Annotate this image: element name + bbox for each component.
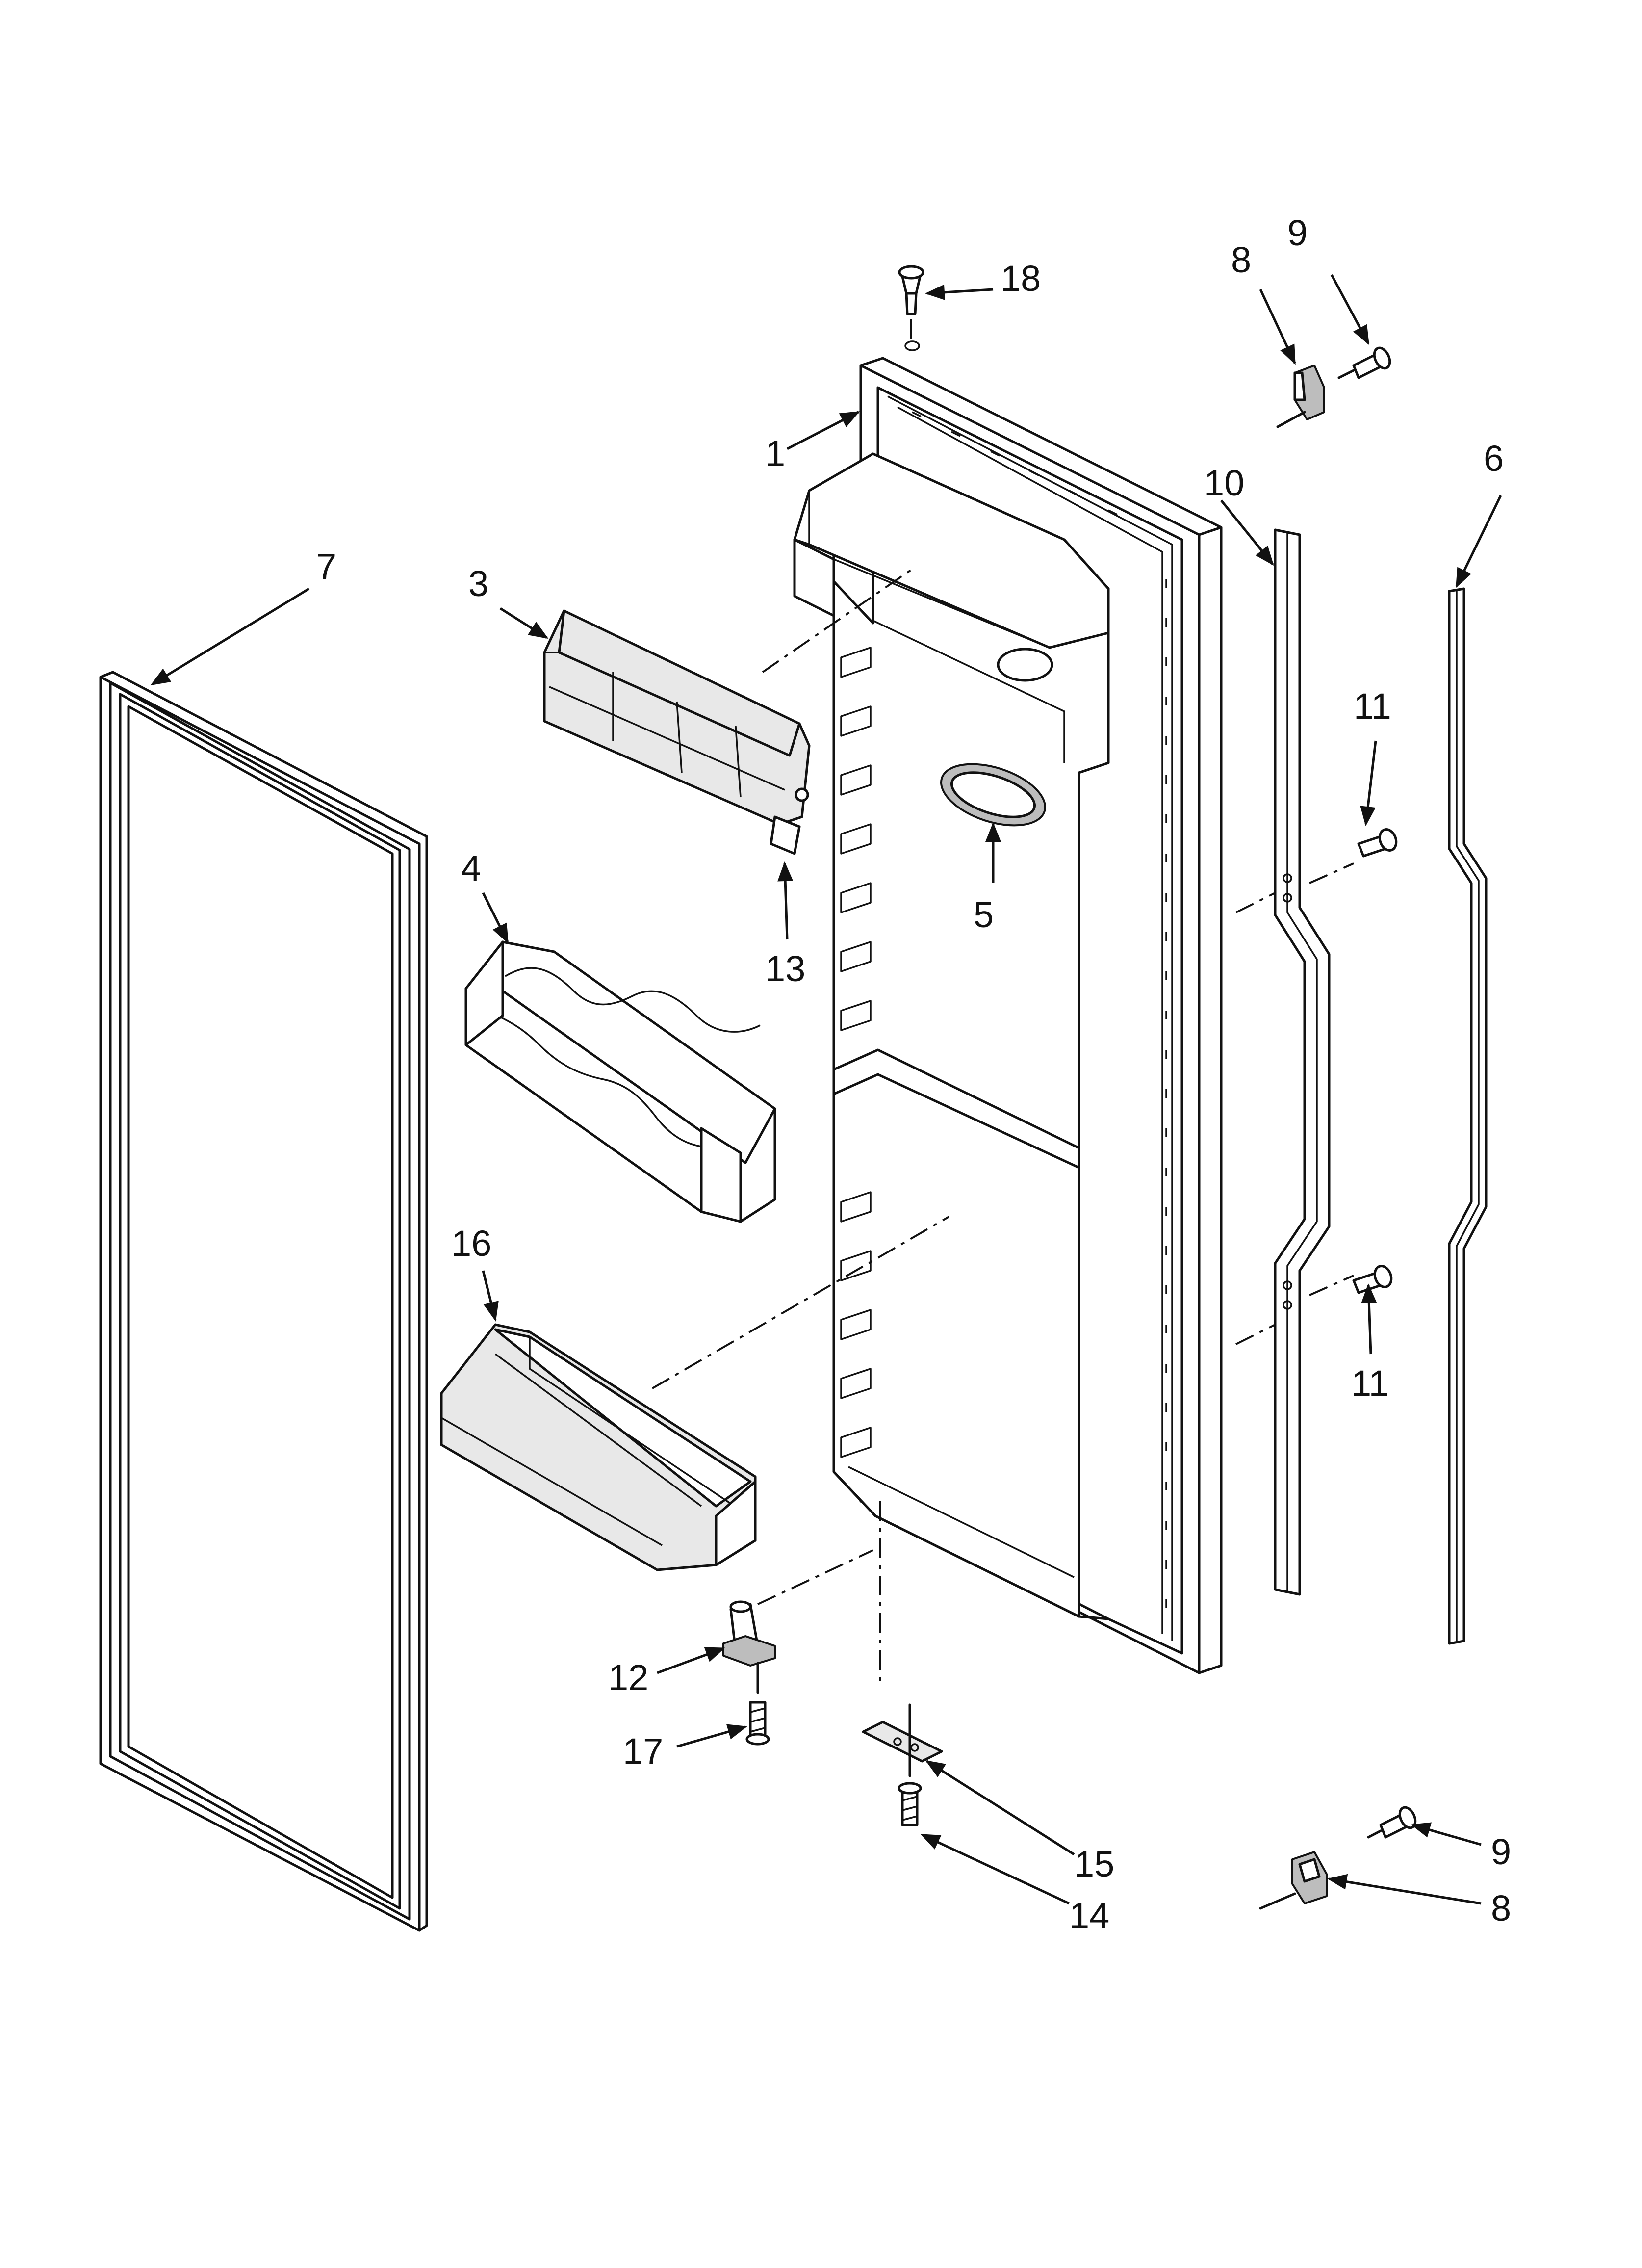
callout-7: 7 xyxy=(316,546,336,587)
brace-leader-bottom xyxy=(1235,1275,1354,1345)
callout-8-top: 8 xyxy=(1231,239,1251,280)
brace-leader-top xyxy=(1235,862,1354,913)
callout-6: 6 xyxy=(1484,438,1504,479)
brace-screw-top xyxy=(1357,828,1398,858)
callout-5: 5 xyxy=(974,894,994,935)
door-plug xyxy=(898,265,924,351)
dispenser-leader xyxy=(762,568,913,673)
can-rack xyxy=(464,940,776,1223)
brace-screw-bottom xyxy=(1352,1265,1393,1294)
hinge-plate xyxy=(862,1703,943,1777)
dispenser-cover xyxy=(543,609,811,855)
callout-9-bottom: 9 xyxy=(1491,1831,1511,1872)
callout-16: 16 xyxy=(451,1223,491,1264)
hinge-screw xyxy=(745,1701,770,1746)
door-bin xyxy=(440,1323,757,1571)
filter-cover-seal xyxy=(940,763,1046,827)
bottom-hinge-bracket xyxy=(722,1600,776,1667)
callout-13: 13 xyxy=(765,948,805,989)
callout-15: 15 xyxy=(1074,1844,1114,1884)
callout-3: 3 xyxy=(468,563,488,604)
callout-11-bottom: 11 xyxy=(1351,1363,1389,1404)
hinge-leader xyxy=(757,1549,873,1605)
callout-18: 18 xyxy=(1001,258,1041,299)
callout-10: 10 xyxy=(1204,463,1244,503)
handle-clip-bottom xyxy=(1259,1851,1328,1910)
handle-screw-bottom xyxy=(1367,1806,1417,1839)
handle-screw-top xyxy=(1337,346,1391,379)
callout-1: 1 xyxy=(765,433,785,474)
callout-labels: 18 1 3 7 4 13 5 16 12 17 15 14 10 11 11 … xyxy=(316,212,1511,1936)
callout-12: 12 xyxy=(608,1657,648,1698)
leader-arrows xyxy=(150,274,1502,1905)
hinge-plate-screw xyxy=(898,1782,922,1826)
liner-rib-marks xyxy=(912,411,1167,1608)
door-liner-assembly xyxy=(793,357,1223,1674)
callout-11-top: 11 xyxy=(1354,686,1391,727)
handle-brace xyxy=(1274,528,1331,1596)
handle-clip-top xyxy=(1276,365,1325,428)
callout-17: 17 xyxy=(623,1731,663,1772)
callout-9-top: 9 xyxy=(1287,212,1308,253)
door-gasket xyxy=(99,671,428,1932)
callout-4: 4 xyxy=(461,848,481,888)
callout-8-bottom: 8 xyxy=(1491,1888,1511,1929)
callout-14: 14 xyxy=(1069,1895,1109,1936)
handle-seal xyxy=(1448,587,1488,1645)
